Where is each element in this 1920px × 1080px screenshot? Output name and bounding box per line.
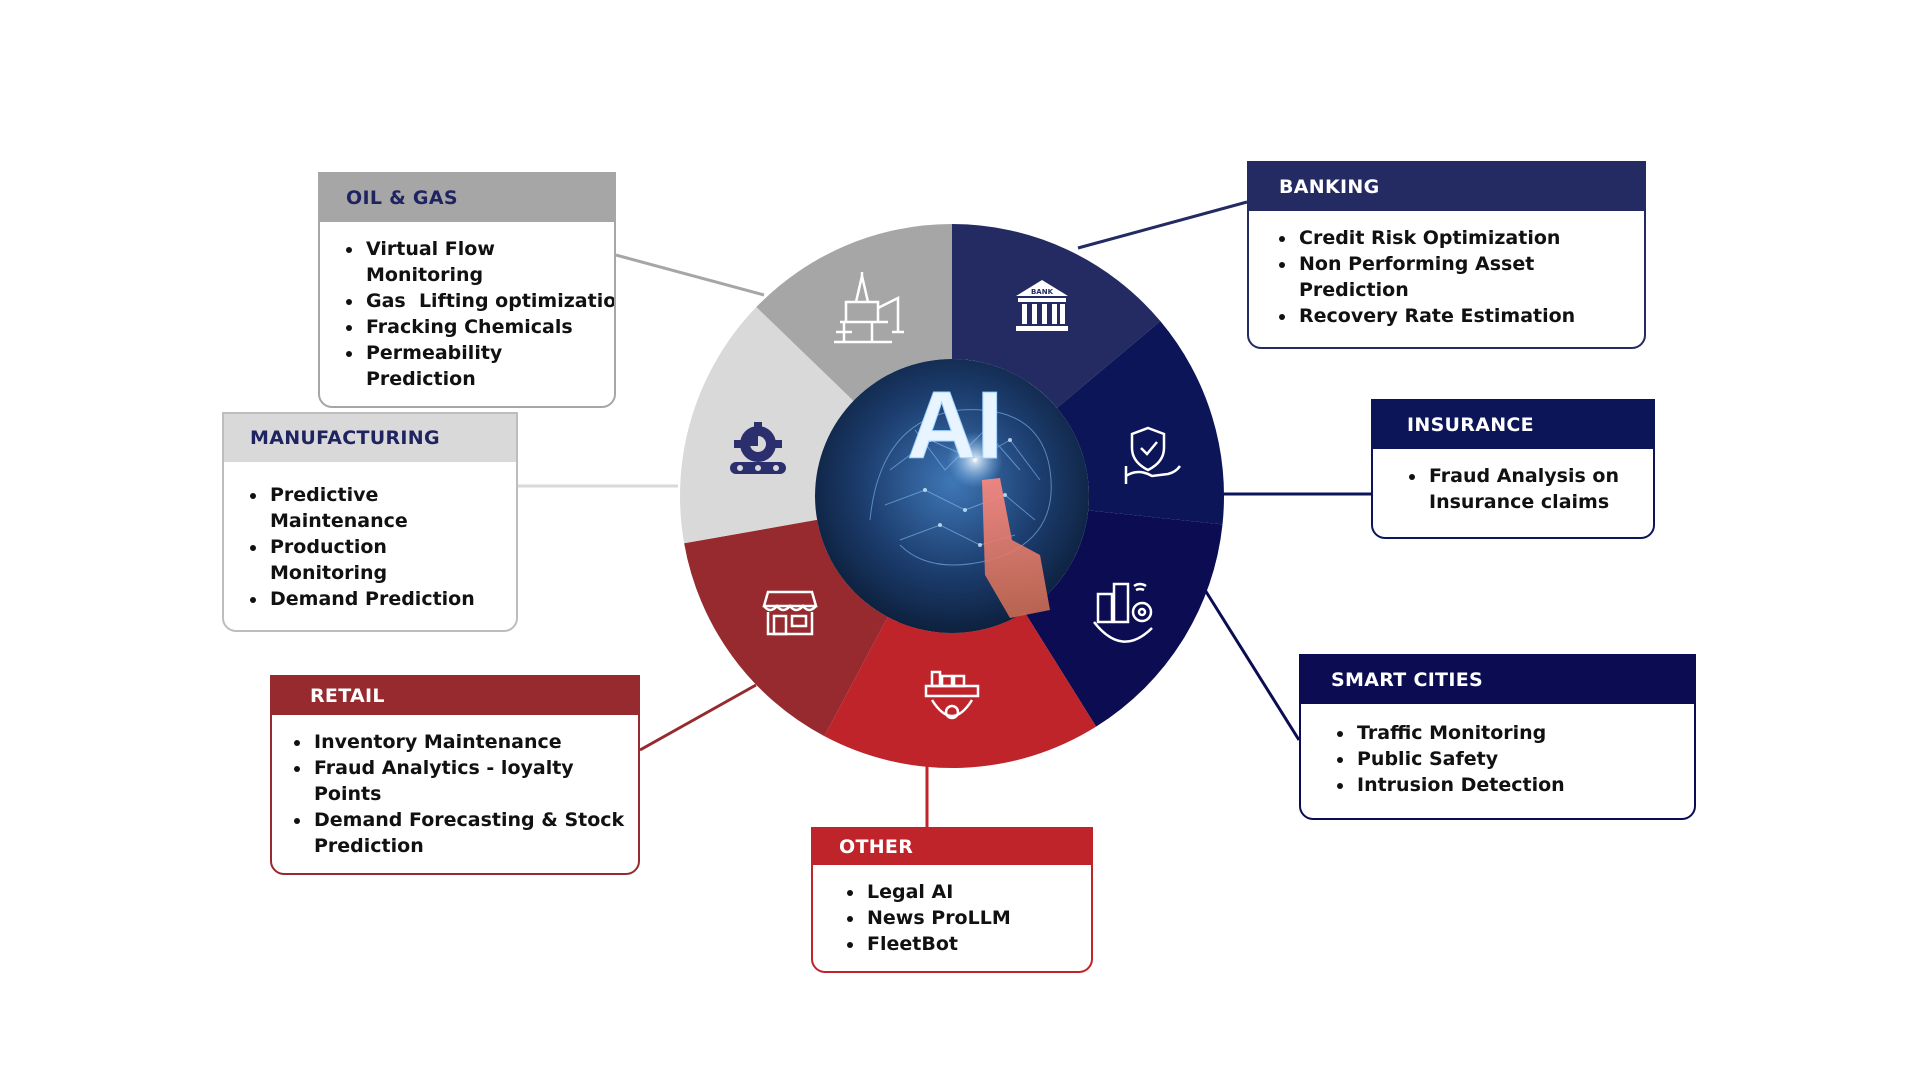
card-title-insurance: INSURANCE <box>1373 401 1653 449</box>
card-title-smart-cities: SMART CITIES <box>1301 656 1694 704</box>
card-title-manufacturing: MANUFACTURING <box>224 414 516 462</box>
list-item: Non Performing Asset Prediction <box>1297 251 1632 303</box>
card-manufacturing: MANUFACTURING Predictive Maintenance Pro… <box>222 412 518 632</box>
wheel-segment-smart-cities <box>1024 510 1223 727</box>
list-item: FleetBot <box>865 931 1079 957</box>
list-item: Fraud Analysis on Insurance claims <box>1427 463 1641 515</box>
list-item: Fraud Analytics - loyalty Points <box>312 755 626 807</box>
card-other: OTHER Legal AI News ProLLM FleetBot <box>811 827 1093 973</box>
list-item: Traffic Monitoring <box>1355 720 1682 746</box>
list-item: Production Monitoring <box>268 534 504 586</box>
list-item: Credit Risk Optimization <box>1297 225 1632 251</box>
connector-smart-cities <box>1203 589 1301 741</box>
card-title-banking: BANKING <box>1249 163 1644 211</box>
list-item: Predictive Maintenance <box>268 482 504 534</box>
center-ai-label: AI <box>907 372 1003 479</box>
list-item: Demand Prediction <box>268 586 504 612</box>
list-item: Gas Lifting optimization <box>364 288 614 314</box>
list-item: Legal AI <box>865 879 1079 905</box>
list-item: News ProLLM <box>865 905 1079 931</box>
card-list-banking: Credit Risk Optimization Non Performing … <box>1249 211 1644 347</box>
card-list-other: Legal AI News ProLLM FleetBot <box>813 865 1091 971</box>
card-insurance: INSURANCE Fraud Analysis on Insurance cl… <box>1371 399 1655 539</box>
bank-icon-label: BANK <box>1031 288 1054 296</box>
list-item: Fracking Chemicals <box>364 314 602 340</box>
card-title-other: OTHER <box>813 829 1091 865</box>
card-retail: RETAIL Inventory Maintenance Fraud Analy… <box>270 675 640 875</box>
smart-city-icon <box>1093 582 1153 643</box>
storefront-icon <box>762 590 818 636</box>
card-list-insurance: Fraud Analysis on Insurance claims <box>1373 449 1653 537</box>
list-item: Permeability Prediction <box>364 340 602 392</box>
card-list-oil-gas: Virtual Flow Monitoring Gas Lifting opti… <box>320 222 614 406</box>
bank-icon: BANK <box>1016 280 1068 331</box>
card-banking: BANKING Credit Risk Optimization Non Per… <box>1247 161 1646 349</box>
center-ai-image: AI <box>815 359 1089 633</box>
connector-retail <box>639 683 757 752</box>
list-item: Demand Forecasting & Stock Prediction <box>312 807 626 859</box>
list-item: Recovery Rate Estimation <box>1297 303 1632 329</box>
pointing-hand <box>982 478 1050 618</box>
wheel-segment-insurance <box>1056 321 1224 525</box>
card-title-retail: RETAIL <box>272 677 638 715</box>
connector-oil-gas <box>615 253 765 297</box>
factory-gear-icon <box>924 670 980 720</box>
conveyor-gear-icon <box>730 422 786 474</box>
wheel-segment-other <box>824 612 1097 768</box>
connector-banking <box>1077 200 1248 250</box>
card-list-smart-cities: Traffic Monitoring Public Safety Intrusi… <box>1301 704 1694 818</box>
oil-rig-icon <box>834 272 904 344</box>
card-title-oil-gas: OIL & GAS <box>320 174 614 222</box>
card-list-manufacturing: Predictive Maintenance Production Monito… <box>224 462 516 630</box>
wheel-segment-manufacturing <box>679 307 854 544</box>
list-item: Virtual Flow Monitoring <box>364 236 602 288</box>
wheel-segment-oil-gas <box>756 224 952 401</box>
list-item: Public Safety <box>1355 746 1682 772</box>
card-smart-cities: SMART CITIES Traffic Monitoring Public S… <box>1299 654 1696 820</box>
card-list-retail: Inventory Maintenance Fraud Analytics - … <box>272 715 638 873</box>
card-oil-gas: OIL & GAS Virtual Flow Monitoring Gas Li… <box>318 172 616 408</box>
list-item: Intrusion Detection <box>1355 772 1682 798</box>
shield-hand-icon <box>1124 426 1182 484</box>
list-item: Inventory Maintenance <box>312 729 626 755</box>
